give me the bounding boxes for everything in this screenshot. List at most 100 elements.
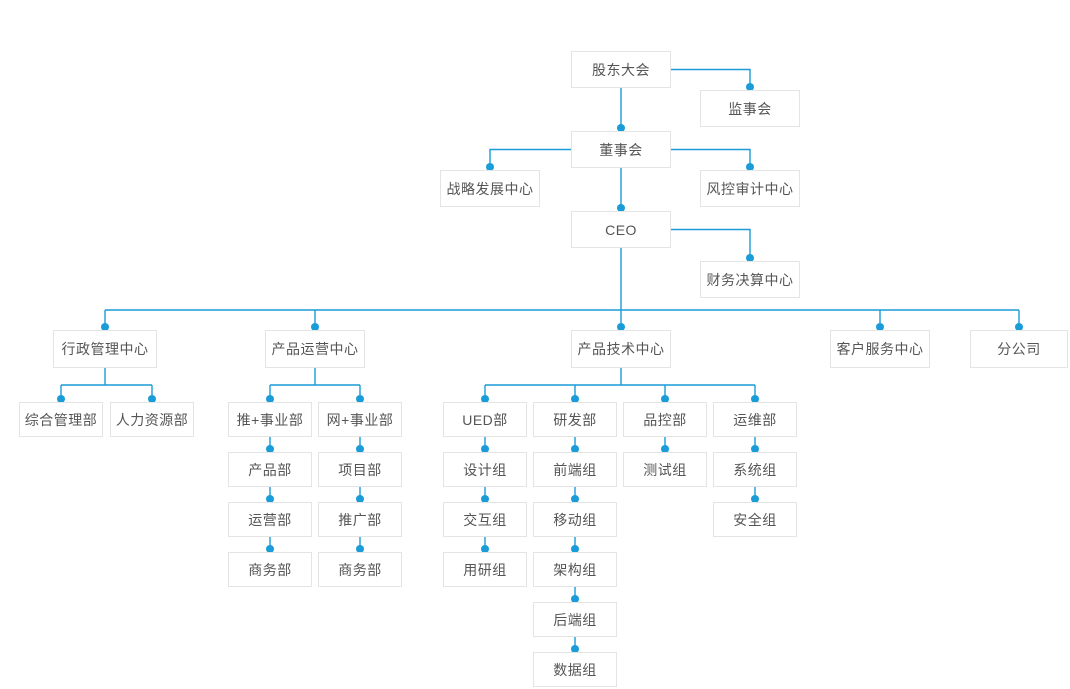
org-node-admin-management-center[interactable]: 行政管理中心 [53,330,157,368]
org-node-label: 综合管理部 [24,411,98,428]
org-node-board-of-directors[interactable]: 董事会 [571,131,671,168]
connector-dot [571,395,579,403]
org-node-business-dept-wang[interactable]: 商务部 [318,552,402,587]
org-node-label: 人力资源部 [115,411,189,428]
org-node-backend-group[interactable]: 后端组 [533,602,617,637]
connector-dot [746,83,754,91]
org-node-label: 交互组 [463,511,507,528]
org-node-label: 行政管理中心 [61,341,149,357]
org-node-tui-business-unit[interactable]: 推+事业部 [228,402,312,437]
connector-dot [356,395,364,403]
connector-dot [481,545,489,553]
org-node-finance-settlement-center[interactable]: 财务决算中心 [700,261,800,298]
org-node-label: 架构组 [553,561,597,578]
org-node-ceo[interactable]: CEO [571,211,671,248]
org-node-qc-dept[interactable]: 品控部 [623,402,707,437]
org-node-label: 研发部 [553,411,597,428]
org-node-label: 财务决算中心 [706,271,794,288]
org-node-promotion-dept[interactable]: 推广部 [318,502,402,537]
org-node-general-management-dept[interactable]: 综合管理部 [19,402,103,437]
org-node-frontend-group[interactable]: 前端组 [533,452,617,487]
org-node-supervisory-board[interactable]: 监事会 [700,90,800,127]
org-node-ued-dept[interactable]: UED部 [443,402,527,437]
connector-dot [751,445,759,453]
org-node-product-tech-center[interactable]: 产品技术中心 [571,330,671,368]
org-node-label: 战略发展中心 [446,180,534,197]
org-node-label: 商务部 [248,561,292,578]
connector-dot [751,395,759,403]
org-node-label: 推+事业部 [236,411,304,428]
org-node-operation-dept[interactable]: 运营部 [228,502,312,537]
org-node-business-dept-tui[interactable]: 商务部 [228,552,312,587]
org-node-label: 移动组 [553,511,597,528]
org-node-rd-dept[interactable]: 研发部 [533,402,617,437]
org-node-label: 运维部 [733,411,777,428]
connector-dot [311,323,319,331]
org-node-label: 推广部 [338,511,382,528]
org-node-label: 商务部 [338,561,382,578]
connector-dot [266,445,274,453]
org-node-product-operation-center[interactable]: 产品运营中心 [265,330,365,368]
org-node-label: 分公司 [997,341,1041,357]
org-node-risk-audit-center[interactable]: 风控审计中心 [700,170,800,207]
org-node-architecture-group[interactable]: 架构组 [533,552,617,587]
connector-dot [746,163,754,171]
org-node-label: 前端组 [553,461,597,478]
org-node-project-dept[interactable]: 项目部 [318,452,402,487]
connector-dot [481,395,489,403]
org-node-product-dept[interactable]: 产品部 [228,452,312,487]
connector-dot [571,545,579,553]
org-node-hr-dept[interactable]: 人力资源部 [110,402,194,437]
org-node-test-group[interactable]: 测试组 [623,452,707,487]
connector-dot [661,445,669,453]
org-node-security-group[interactable]: 安全组 [713,502,797,537]
connector-dot [101,323,109,331]
org-node-system-group[interactable]: 系统组 [713,452,797,487]
connector-dot [751,495,759,503]
org-node-customer-service-center[interactable]: 客户服务中心 [830,330,930,368]
org-node-label: 用研组 [463,561,507,578]
connector-dot [571,495,579,503]
org-node-label: 客户服务中心 [836,341,924,357]
org-node-user-research-group[interactable]: 用研组 [443,552,527,587]
org-node-design-group[interactable]: 设计组 [443,452,527,487]
org-node-label: 产品技术中心 [577,341,665,357]
connector-dot [571,445,579,453]
org-node-strategy-development-center[interactable]: 战略发展中心 [440,170,540,207]
org-node-label: 品控部 [643,411,687,428]
org-node-label: 网+事业部 [326,411,394,428]
connector-dot [266,545,274,553]
connector-dot [1015,323,1023,331]
connector-dot [661,395,669,403]
connector-dot [746,254,754,262]
org-node-data-group[interactable]: 数据组 [533,652,617,687]
org-node-label: CEO [605,221,637,238]
org-node-label: 股东大会 [592,61,650,78]
org-node-ops-dept[interactable]: 运维部 [713,402,797,437]
org-node-label: 风控审计中心 [706,180,794,197]
connector-dot [876,323,884,331]
org-node-mobile-group[interactable]: 移动组 [533,502,617,537]
org-node-label: 测试组 [643,461,687,478]
org-node-interaction-group[interactable]: 交互组 [443,502,527,537]
connector-dot [148,395,156,403]
org-node-label: 系统组 [733,461,777,478]
org-node-label: UED部 [462,411,508,428]
org-node-label: 项目部 [338,461,382,478]
connector-dot [571,645,579,653]
connector-dot [57,395,65,403]
org-node-shareholders-meeting[interactable]: 股东大会 [571,51,671,88]
connector-dot [617,323,625,331]
org-node-branch-company[interactable]: 分公司 [970,330,1068,368]
connector-dot [486,163,494,171]
org-node-label: 设计组 [463,461,507,478]
connector-dot [481,445,489,453]
org-node-wang-business-unit[interactable]: 网+事业部 [318,402,402,437]
org-node-label: 数据组 [553,661,597,678]
org-node-label: 监事会 [728,100,772,117]
org-node-label: 运营部 [248,511,292,528]
connector-dot [356,545,364,553]
connector-dot [481,495,489,503]
